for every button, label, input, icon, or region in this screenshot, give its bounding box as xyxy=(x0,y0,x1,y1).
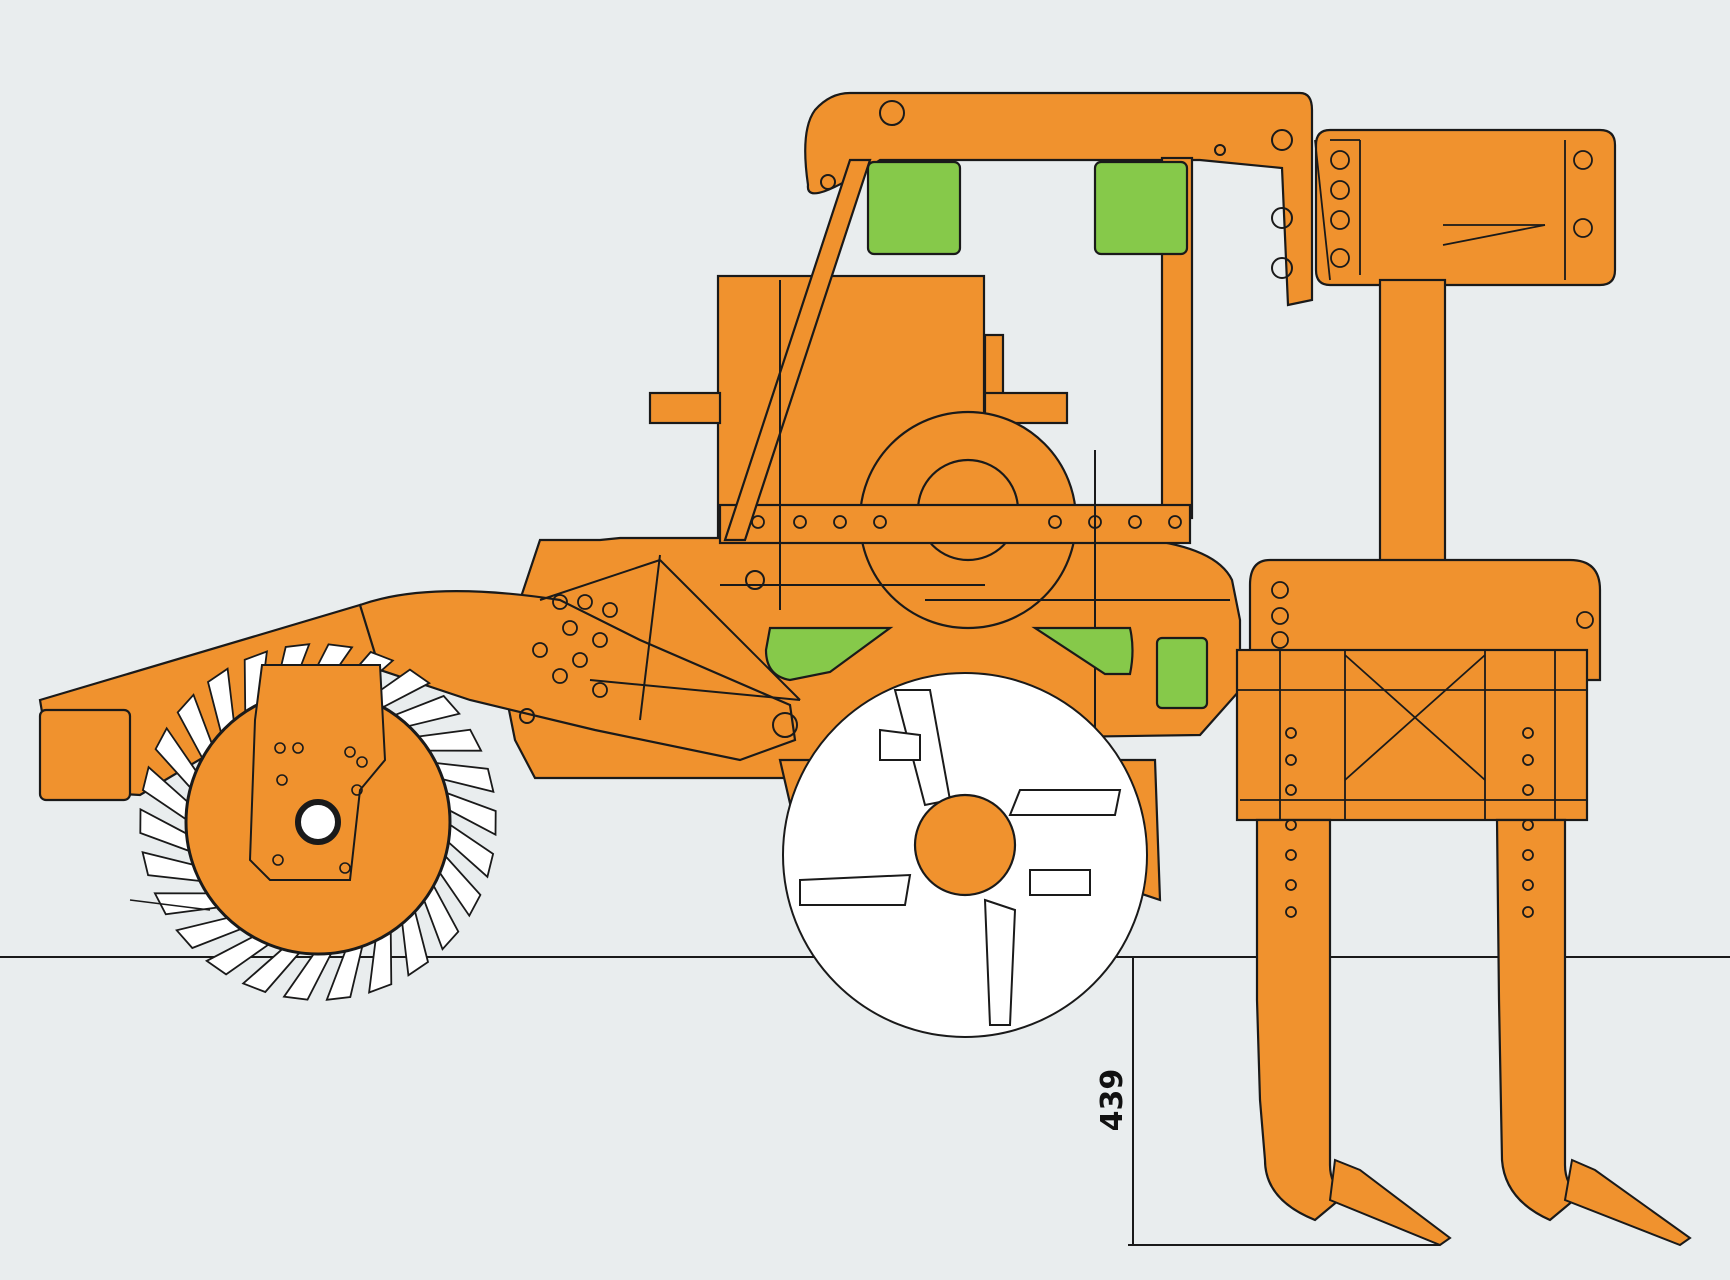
tine-frame xyxy=(1235,128,1617,1222)
packer-wheel xyxy=(129,643,497,1001)
depth-dimension-label: 439 xyxy=(1095,1069,1130,1132)
tine-frame-details xyxy=(1237,139,1594,918)
rotor xyxy=(782,672,1148,1038)
frame-details xyxy=(519,100,1293,760)
tine-tips xyxy=(1328,1158,1692,1247)
bolt-holes xyxy=(532,515,1182,698)
drawbar-square xyxy=(38,708,132,802)
depth-dimension xyxy=(1128,957,1440,1246)
